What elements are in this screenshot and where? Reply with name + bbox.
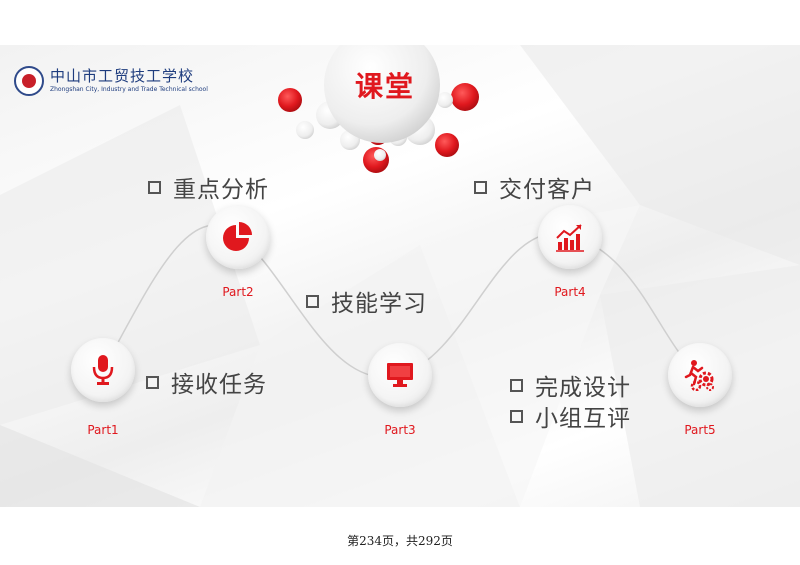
step-item: 交付客户 xyxy=(474,173,595,203)
checkbox-icon xyxy=(146,375,159,389)
process-wave-line xyxy=(102,224,701,378)
school-seal-icon xyxy=(14,66,44,96)
runner-gears-icon xyxy=(684,360,714,391)
step-item: 重点分析 xyxy=(148,173,269,203)
part2-node[interactable] xyxy=(206,205,270,269)
pie-chart-icon xyxy=(223,222,252,251)
part1-node[interactable] xyxy=(71,338,135,402)
checkbox-icon xyxy=(306,294,319,308)
step-item: 接收任务 xyxy=(146,368,267,398)
part2-label: Part2 xyxy=(222,285,254,299)
slide-title: 课堂 xyxy=(354,70,415,103)
step-item: 完成设计 xyxy=(510,371,631,401)
part4-label: Part4 xyxy=(554,285,586,299)
school-name-en: Zhongshan City, Industry and Trade Techn… xyxy=(50,86,208,93)
part3-node[interactable] xyxy=(368,343,432,407)
page-indicator: 第234页，共292页 xyxy=(347,534,453,548)
checkbox-icon xyxy=(510,409,523,423)
bar-chart-icon xyxy=(556,224,584,252)
part3-label: Part3 xyxy=(384,423,416,437)
title-bubbles xyxy=(278,45,479,173)
checkbox-icon xyxy=(510,378,523,392)
part1-label: Part1 xyxy=(87,423,119,437)
school-logo: 中山市工贸技工学校 Zhongshan City, Industry and T… xyxy=(14,65,208,97)
step-item: 小组互评 xyxy=(510,402,631,432)
microphone-icon xyxy=(92,355,114,385)
school-name-cn: 中山市工贸技工学校 xyxy=(50,67,195,85)
checkbox-icon xyxy=(474,180,487,194)
step-item: 技能学习 xyxy=(306,287,427,317)
part5-label: Part5 xyxy=(684,423,716,437)
monitor-icon xyxy=(387,363,413,387)
part4-node[interactable] xyxy=(538,205,602,269)
checkbox-icon xyxy=(148,180,161,194)
slide: 中山市工贸技工学校 Zhongshan City, Industry and T… xyxy=(0,45,800,507)
part5-node[interactable] xyxy=(668,343,732,407)
